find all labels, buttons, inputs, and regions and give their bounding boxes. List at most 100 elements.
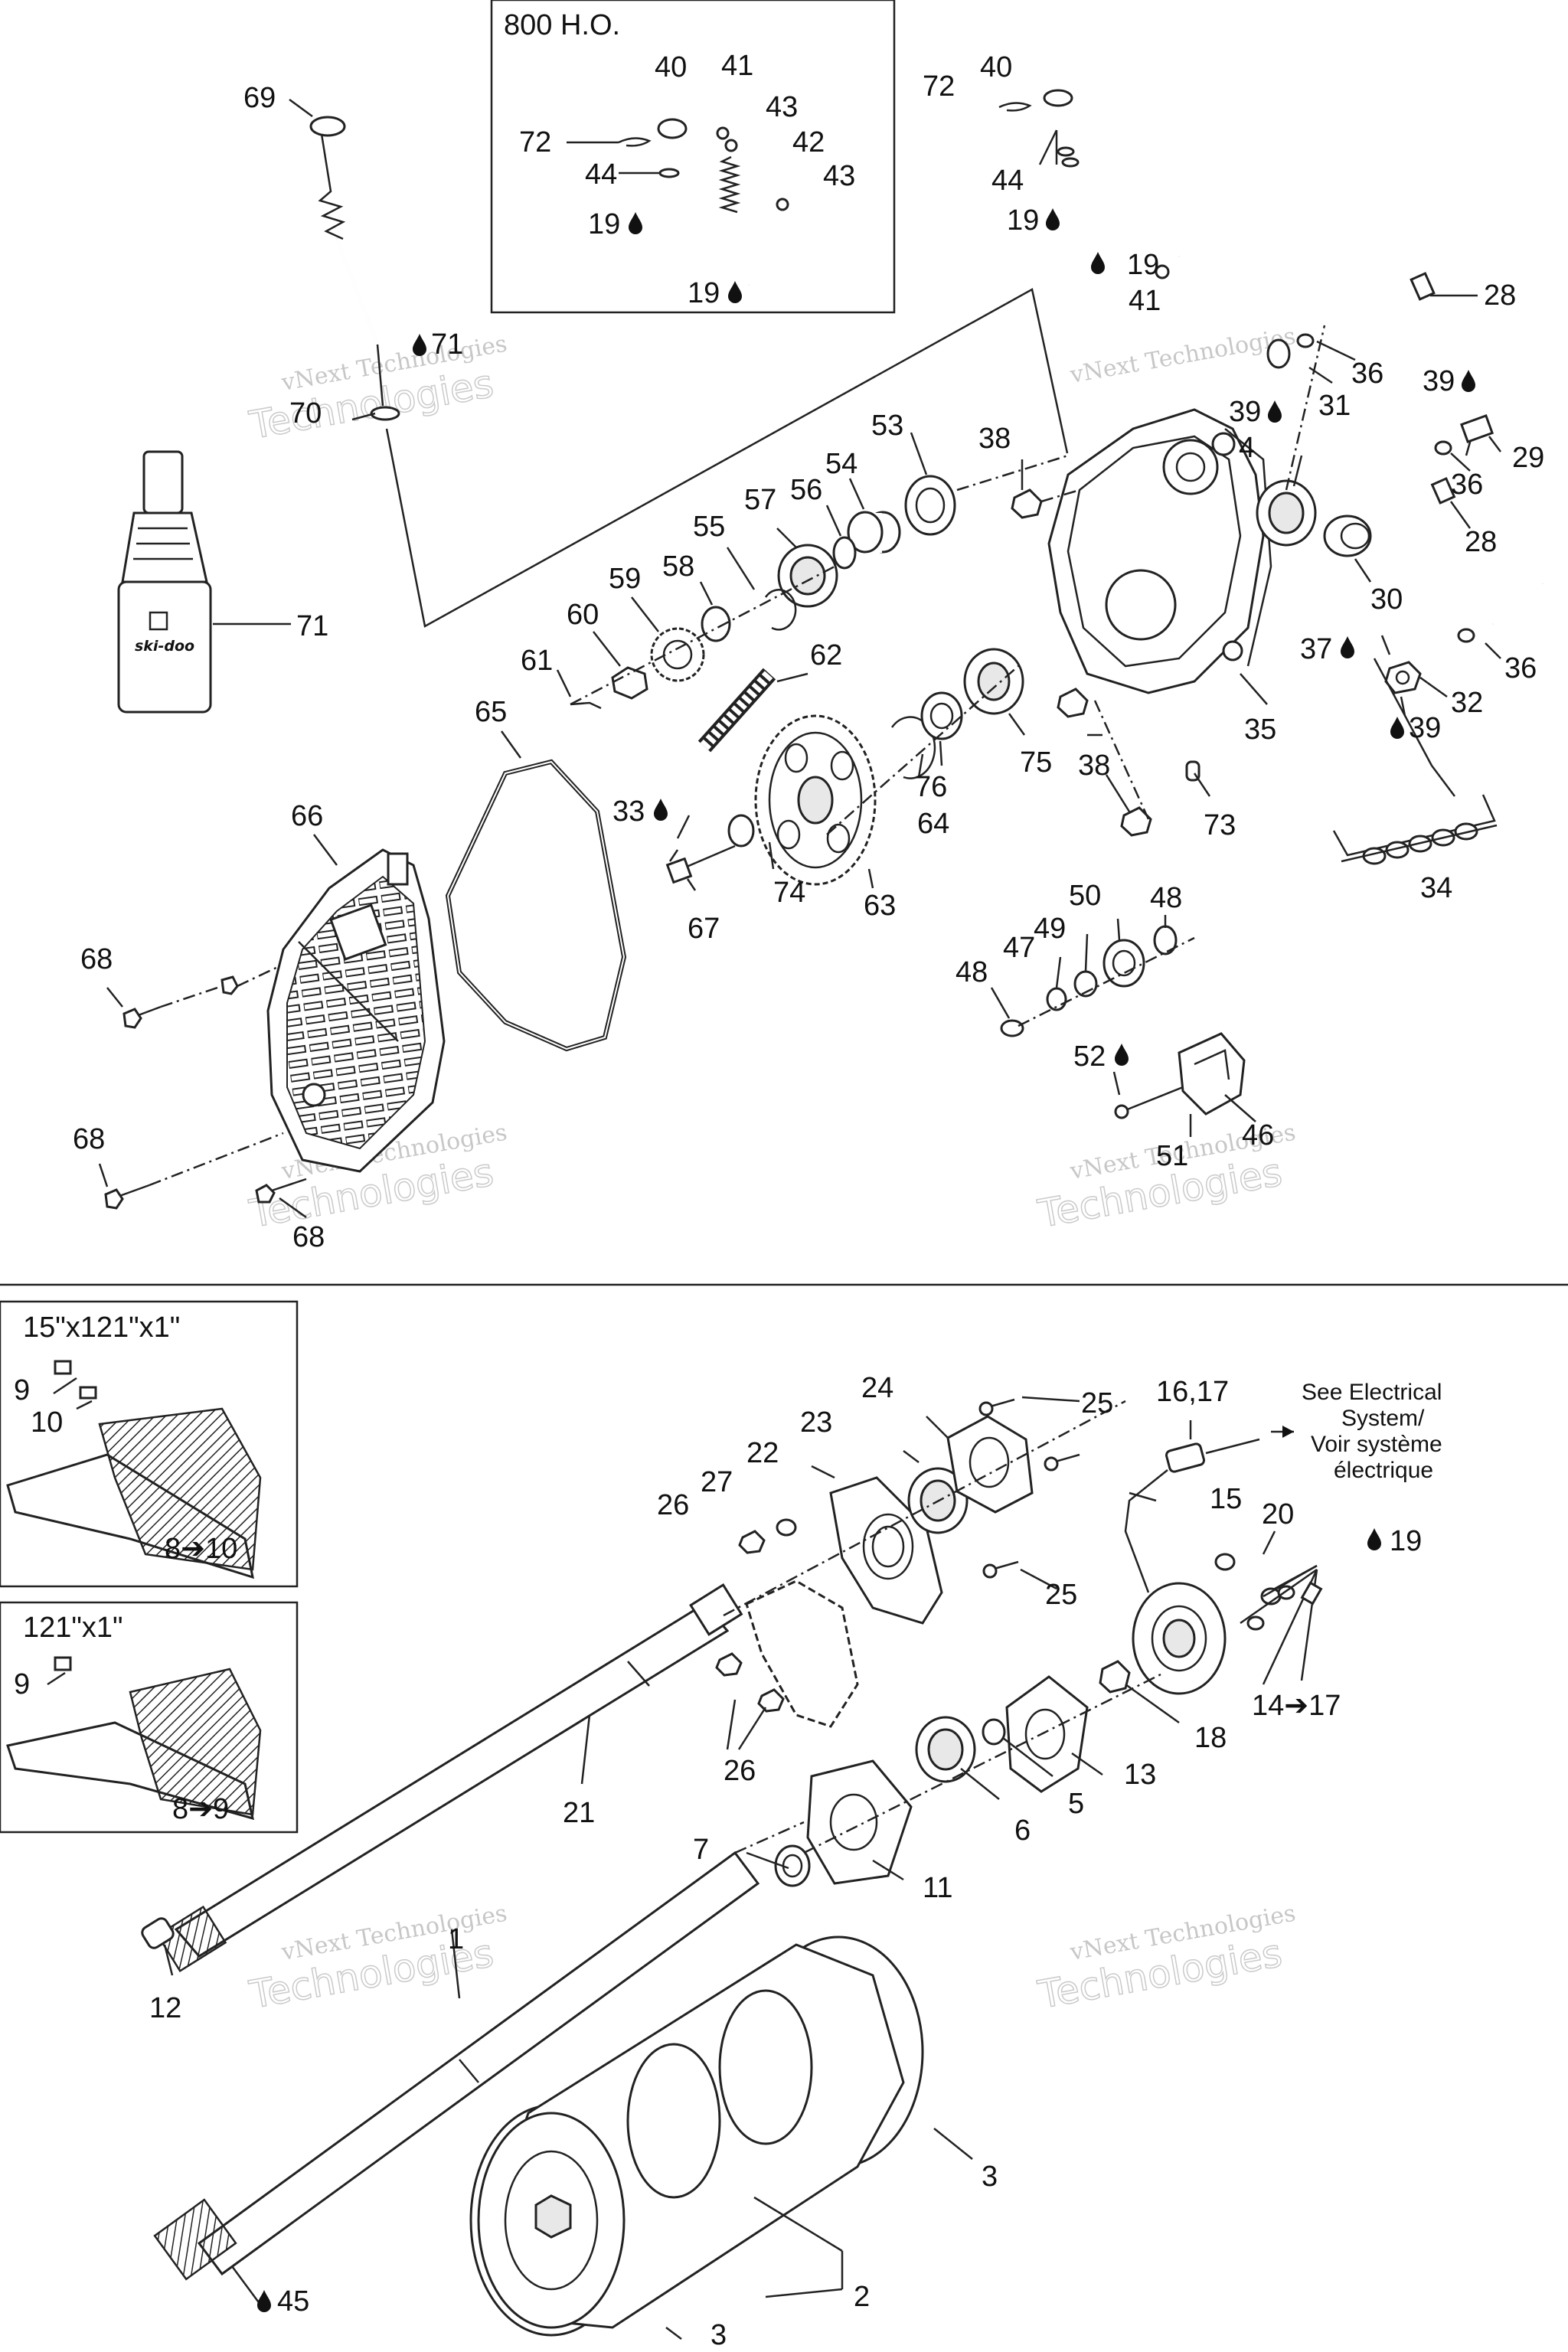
washer-58 xyxy=(701,606,731,642)
callout-21: 21 xyxy=(563,1797,595,1829)
gasket-65 xyxy=(445,759,627,1052)
bolt-68 xyxy=(104,1184,150,1210)
clip-9 xyxy=(54,1360,72,1375)
callout-68: 68 xyxy=(80,943,113,975)
bearing-6 xyxy=(915,1716,976,1783)
callout-67: 67 xyxy=(688,913,720,945)
callout-25: 25 xyxy=(1045,1579,1077,1611)
seal-53 xyxy=(904,475,956,536)
bracket xyxy=(745,1579,859,1728)
washer-36 xyxy=(1296,333,1315,348)
callout-36: 36 xyxy=(1451,469,1483,501)
callout-68: 68 xyxy=(292,1221,325,1253)
callout-3: 3 xyxy=(710,2319,727,2351)
watermark: vNext Technologies Technologies xyxy=(246,331,509,449)
bolt-67 xyxy=(665,844,736,884)
callout-74: 74 xyxy=(773,877,805,909)
washer-48 xyxy=(1000,1019,1024,1037)
callout-37: 37 xyxy=(1300,633,1332,665)
callout-58: 58 xyxy=(662,550,694,583)
idler-assembly xyxy=(1000,925,1246,1119)
bearing-4 xyxy=(1256,479,1317,547)
callout-10: 10 xyxy=(31,1406,63,1439)
track-inset-2: 121"x1" xyxy=(0,1601,299,1834)
callout-5: 5 xyxy=(1068,1788,1084,1820)
callout-57: 57 xyxy=(744,484,776,516)
callout-41: 41 xyxy=(1129,285,1161,317)
seal-retainer-11 xyxy=(806,1759,913,1885)
callout-20: 20 xyxy=(1262,1498,1294,1530)
callout-52: 52 xyxy=(1073,1040,1106,1073)
callout-72: 72 xyxy=(519,126,551,158)
callout-25: 25 xyxy=(1081,1387,1113,1419)
spacer-31 xyxy=(1266,338,1291,369)
callout-71: 71 xyxy=(431,328,463,361)
callout-62: 62 xyxy=(810,639,842,671)
callout-33: 33 xyxy=(612,795,645,828)
callout-60: 60 xyxy=(567,599,599,631)
callout-40: 40 xyxy=(980,51,1012,83)
callout-6: 6 xyxy=(1014,1815,1031,1847)
callout-51: 51 xyxy=(1156,1140,1188,1172)
washer-43 xyxy=(776,198,789,211)
note-line: System/ xyxy=(1341,1406,1425,1431)
nut-38 xyxy=(1011,488,1043,519)
callout-8-10: 8➔10 xyxy=(165,1533,237,1565)
callout-45: 45 xyxy=(277,2285,309,2318)
ho-inset-box: 800 H.O. xyxy=(490,0,896,314)
bolt-37 xyxy=(1491,582,1544,626)
callout-11: 11 xyxy=(923,1872,952,1904)
washer-48 xyxy=(1153,925,1178,956)
track2-title: 121"x1" xyxy=(23,1612,123,1644)
circlip-55 xyxy=(764,589,797,631)
sensor-16-17 xyxy=(1124,1438,1260,1593)
callout-71: 71 xyxy=(296,610,328,642)
inset-title: 800 H.O. xyxy=(504,9,620,41)
callout-63: 63 xyxy=(864,890,896,922)
assembly-guide-line xyxy=(385,288,1069,628)
shims-34 xyxy=(1332,658,1498,865)
callout-13: 13 xyxy=(1124,1759,1156,1791)
callout-23: 23 xyxy=(800,1406,832,1439)
bolt-28-lower xyxy=(1369,477,1456,531)
callout-48: 48 xyxy=(1150,882,1182,914)
washer-36 xyxy=(1434,440,1452,456)
spacer-74 xyxy=(727,814,755,848)
drive-axle-21 xyxy=(156,1583,743,1973)
bolts-25 xyxy=(978,1398,1080,1579)
callout-29: 29 xyxy=(1512,442,1544,474)
callout-72: 72 xyxy=(923,70,955,103)
callout-19: 19 xyxy=(688,277,720,309)
leader-lines xyxy=(47,340,1501,2340)
bottle-label: ski-doo xyxy=(135,638,194,655)
sprocket-59 xyxy=(650,627,705,682)
callout-7: 7 xyxy=(693,1834,709,1866)
callout-64: 64 xyxy=(917,808,949,840)
callout-38: 38 xyxy=(1078,750,1110,782)
tensioner-30 xyxy=(1323,514,1372,557)
clip-72 xyxy=(998,102,1032,112)
callout-43: 43 xyxy=(766,91,798,123)
callout-32: 32 xyxy=(1451,687,1483,719)
callout-19: 19 xyxy=(1127,249,1159,281)
support-46 xyxy=(1178,1032,1246,1116)
callout-19: 19 xyxy=(1007,204,1039,237)
inset-frame xyxy=(490,0,896,314)
chaincase-housing-35 xyxy=(1047,408,1272,694)
track-sprockets-3 xyxy=(469,1936,924,2337)
callout-41: 41 xyxy=(721,50,753,82)
track-inset-1: 15"x121"x1" xyxy=(0,1300,299,1588)
callout-69: 69 xyxy=(243,82,276,114)
callout-28: 28 xyxy=(1465,526,1497,558)
callout-8-9: 8➔9 xyxy=(172,1793,229,1825)
callout-31: 31 xyxy=(1318,390,1351,422)
bearing-75 xyxy=(963,648,1024,715)
callout-14-17: 14➔17 xyxy=(1252,1690,1341,1722)
callout-9: 9 xyxy=(14,1374,30,1406)
callout-19: 19 xyxy=(1390,1525,1422,1557)
callout-labels: 69 71 70 71 72 40 41 43 42 43 44 19 19 7… xyxy=(14,50,1544,2351)
callout-12: 12 xyxy=(149,1992,181,2024)
callout-16-17: 16,17 xyxy=(1156,1376,1229,1408)
housing-22 xyxy=(829,1476,943,1625)
bolt-68 xyxy=(122,975,239,1029)
